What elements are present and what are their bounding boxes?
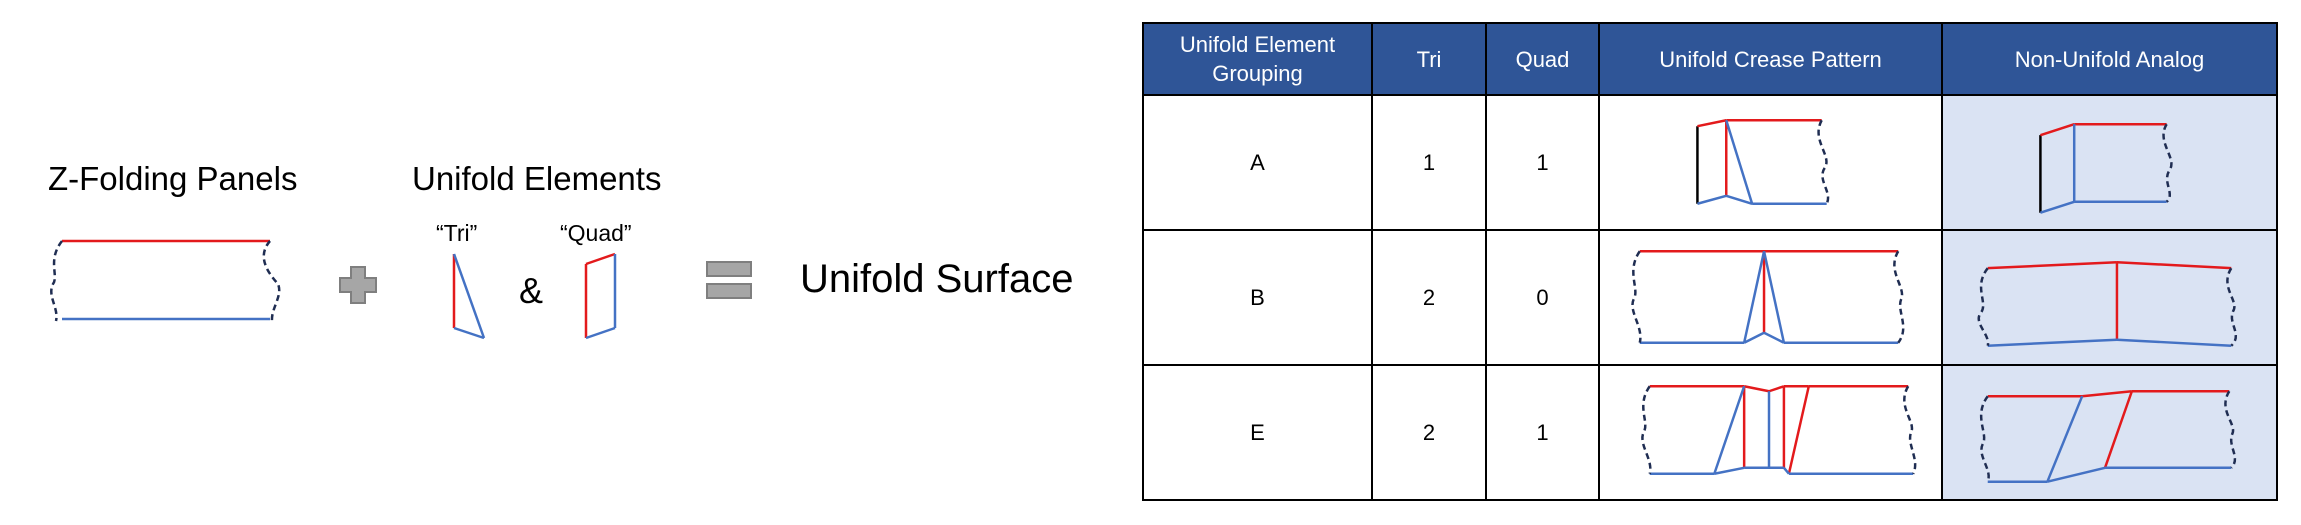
table-header-row: Unifold Element Grouping Tri Quad Unifol… bbox=[1142, 22, 2278, 96]
table-row: E 2 1 bbox=[1142, 364, 2278, 501]
crease-pattern-cell bbox=[1598, 94, 1943, 231]
table-row: B 2 0 bbox=[1142, 229, 2278, 366]
crease-pattern-cell bbox=[1598, 364, 1943, 501]
unifold-elements-label: Unifold Elements bbox=[412, 160, 662, 197]
non-unifold-analog-cell bbox=[1941, 364, 2278, 501]
table-row: A 1 1 bbox=[1142, 94, 2278, 231]
grouping-cell: A bbox=[1142, 94, 1373, 231]
tri-element-diagram bbox=[452, 253, 486, 340]
non-unifold-analog-cell bbox=[1941, 229, 2278, 366]
ampersand: & bbox=[519, 270, 544, 311]
header-quad: Quad bbox=[1485, 22, 1600, 96]
crease-pattern-a-diagram bbox=[1696, 119, 1830, 206]
header-tri: Tri bbox=[1371, 22, 1487, 96]
plus-icon bbox=[339, 266, 377, 304]
tri-count-cell: 2 bbox=[1371, 229, 1487, 366]
crease-pattern-cell bbox=[1598, 229, 1943, 366]
unifold-grouping-table: Unifold Element Grouping Tri Quad Unifol… bbox=[1142, 22, 2278, 501]
quad-label: “Quad” bbox=[560, 220, 632, 246]
crease-pattern-b-diagram bbox=[1631, 250, 1905, 344]
quad-count-cell: 1 bbox=[1485, 364, 1600, 501]
analog-a-diagram bbox=[2039, 122, 2173, 214]
tri-count-cell: 2 bbox=[1371, 364, 1487, 501]
grouping-cell: E bbox=[1142, 364, 1373, 501]
quad-count-cell: 0 bbox=[1485, 229, 1600, 366]
header-non-unifold-analog: Non-Unifold Analog bbox=[1941, 22, 2278, 96]
quad-count-cell: 1 bbox=[1485, 94, 1600, 231]
unifold-surface-label: Unifold Surface bbox=[800, 257, 1074, 301]
tri-count-cell: 1 bbox=[1371, 94, 1487, 231]
tri-label: “Tri” bbox=[436, 220, 478, 246]
header-crease-pattern: Unifold Crease Pattern bbox=[1598, 22, 1943, 96]
non-unifold-analog-cell bbox=[1941, 94, 2278, 231]
equals-icon bbox=[706, 261, 752, 299]
grouping-cell: B bbox=[1142, 229, 1373, 366]
crease-pattern-e-diagram bbox=[1641, 385, 1917, 476]
z-folding-panels-label: Z-Folding Panels bbox=[48, 160, 298, 197]
z-folding-panel-diagram bbox=[50, 239, 281, 322]
header-grouping: Unifold Element Grouping bbox=[1142, 22, 1373, 96]
quad-element-diagram bbox=[584, 252, 617, 340]
analog-b-diagram bbox=[1977, 260, 2238, 347]
analog-e-diagram bbox=[1979, 390, 2237, 483]
